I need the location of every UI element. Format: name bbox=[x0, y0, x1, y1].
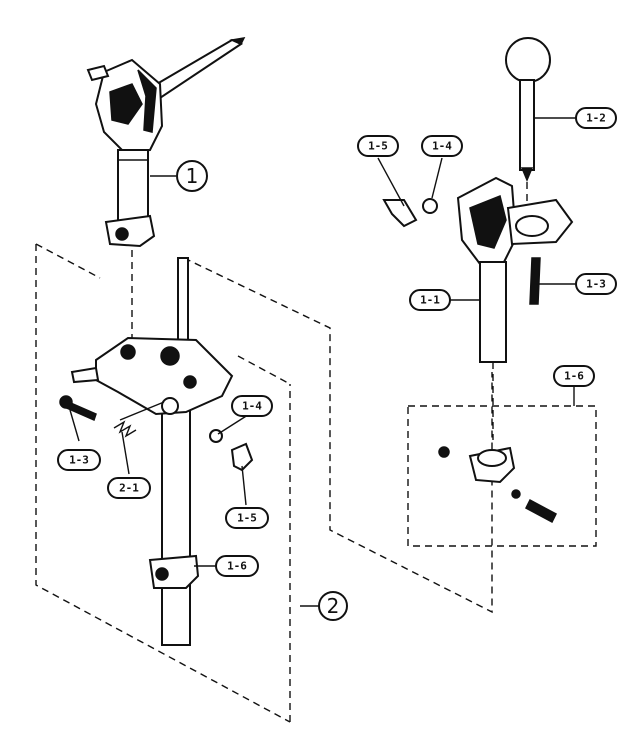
callout-washer-right: 1-4 bbox=[421, 135, 463, 157]
callout-memory-lock-left-label: 1-6 bbox=[227, 560, 247, 573]
main-assembly-part bbox=[86, 37, 246, 248]
callout-washer-left-label: 1-4 bbox=[242, 400, 262, 413]
callout-clamp-assembly: 2 bbox=[318, 591, 348, 621]
clamp-assembly-group bbox=[35, 243, 493, 723]
tilter-breakdown-part bbox=[382, 37, 597, 547]
callout-washer-right-label: 1-4 bbox=[432, 140, 452, 153]
callout-washer-left: 1-4 bbox=[231, 395, 273, 417]
callout-main-assembly: 1 bbox=[176, 160, 208, 192]
callout-memory-lock-right-label: 1-6 bbox=[564, 370, 584, 383]
callout-clamp-assembly-label: 2 bbox=[327, 594, 340, 618]
callout-wing-nut-right: 1-5 bbox=[357, 135, 399, 157]
callout-memory-lock-left: 1-6 bbox=[215, 555, 259, 577]
callout-main-assembly-label: 1 bbox=[186, 164, 199, 188]
callout-bolt-left: 1-3 bbox=[57, 449, 101, 471]
callout-spring-label: 2-1 bbox=[119, 482, 139, 495]
callout-rod-label: 1-2 bbox=[586, 112, 606, 125]
callout-memory-lock-right: 1-6 bbox=[553, 365, 595, 387]
callout-rod: 1-2 bbox=[575, 107, 617, 129]
leader-lines bbox=[69, 117, 576, 607]
callout-wing-nut-left-label: 1-5 bbox=[237, 512, 257, 525]
callout-bolt-left-label: 1-3 bbox=[69, 454, 89, 467]
callout-tilter-body: 1-1 bbox=[409, 289, 451, 311]
callout-bolt-right: 1-3 bbox=[575, 273, 617, 295]
callout-spring: 2-1 bbox=[107, 477, 151, 499]
callout-wing-nut-left: 1-5 bbox=[225, 507, 269, 529]
callout-bolt-right-label: 1-3 bbox=[586, 278, 606, 291]
callout-wing-nut-right-label: 1-5 bbox=[368, 140, 388, 153]
callout-tilter-body-label: 1-1 bbox=[420, 294, 440, 307]
